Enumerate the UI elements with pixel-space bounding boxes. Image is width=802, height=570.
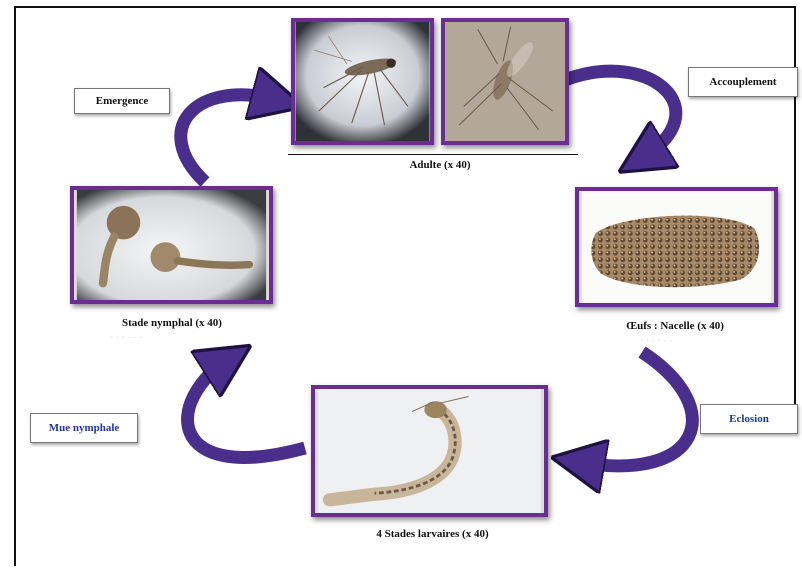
hatching-label: Eclosion bbox=[700, 404, 798, 434]
emergence-arrow bbox=[181, 95, 278, 182]
pupa-caption: Stade nymphal (x 40) bbox=[92, 317, 252, 329]
larvae-caption: 4 Stades larvaires (x 40) bbox=[350, 528, 515, 540]
egg-raft-photo-icon bbox=[579, 191, 774, 303]
larva-photo-icon bbox=[315, 389, 544, 513]
hatching-arrow bbox=[578, 352, 692, 466]
emergence-label: Emergence bbox=[74, 88, 170, 114]
adult-caption: Adulte (x 40) bbox=[380, 159, 500, 171]
adult-divider-line bbox=[288, 154, 578, 155]
pupa-photo-icon bbox=[74, 190, 269, 300]
adult-photo-left bbox=[291, 18, 434, 145]
adult-photo-right bbox=[441, 18, 569, 145]
pupation-label: Mue nymphale bbox=[30, 413, 138, 443]
pupa-photo bbox=[70, 186, 273, 304]
larvae-photo bbox=[311, 385, 548, 517]
eggs-caption: Œufs : Nacelle (x 40) bbox=[590, 320, 760, 332]
mating-arrow bbox=[565, 71, 676, 158]
pupation-arrow bbox=[188, 360, 305, 457]
eggs-ghost-text: · · · · · · bbox=[640, 336, 672, 347]
eggs-photo bbox=[575, 187, 778, 307]
pupa-ghost-text: · · · · · · bbox=[110, 333, 142, 344]
mosquito-photo-icon bbox=[295, 22, 430, 141]
mating-label: Accouplement bbox=[688, 67, 798, 97]
mosquito-photo-icon bbox=[445, 22, 565, 141]
